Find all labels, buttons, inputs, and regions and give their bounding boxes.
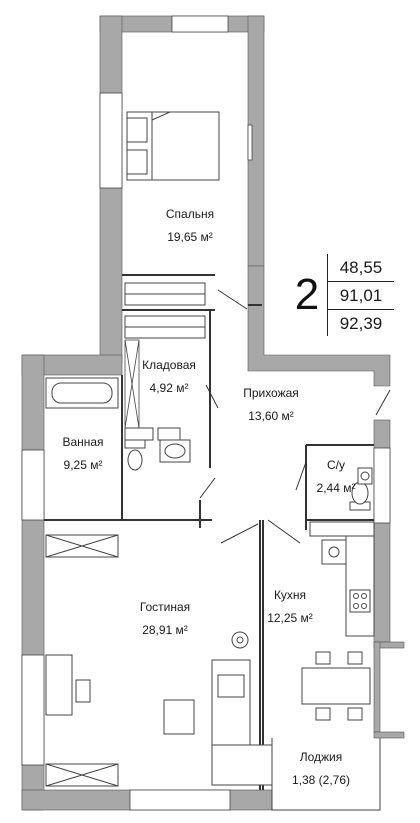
room-area: 9,25 м² bbox=[63, 458, 103, 472]
room-name: С/у bbox=[327, 458, 345, 472]
room-label-wc: С/у 2,44 м² bbox=[308, 458, 364, 496]
room-name: Кладовая bbox=[142, 358, 196, 372]
bathroom-sink bbox=[159, 439, 191, 463]
area-total-with-loggia: 92,39 bbox=[339, 314, 383, 333]
washing-machine bbox=[124, 427, 181, 441]
room-area: 2,44 м² bbox=[316, 481, 356, 495]
coffee-table bbox=[163, 699, 195, 735]
room-name: Гостиная bbox=[139, 600, 191, 614]
wardrobe-bedroom bbox=[124, 282, 206, 306]
room-name: Спальня bbox=[165, 207, 215, 221]
room-area: 1,38 (2,76) bbox=[291, 773, 351, 787]
room-label-kitchen: Кухня 12,25 м² bbox=[248, 588, 332, 626]
bed bbox=[126, 111, 220, 181]
divider bbox=[327, 254, 328, 336]
room-area: 28,91 м² bbox=[142, 623, 188, 637]
living-cabinet bbox=[45, 534, 119, 558]
kitchen-counter bbox=[309, 521, 375, 637]
living-cabinet-bottom bbox=[45, 763, 119, 787]
wc-toilet bbox=[349, 481, 371, 511]
area-living: 48,55 bbox=[328, 254, 394, 282]
room-name: Прихожая bbox=[243, 386, 299, 400]
desk bbox=[45, 654, 91, 716]
room-name: Ванная bbox=[62, 435, 104, 449]
room-area: 4,92 м² bbox=[149, 381, 189, 395]
wardrobe-storage bbox=[124, 315, 206, 339]
apartment-info-box: 2 48,55 91,01 92,39 bbox=[287, 254, 394, 336]
room-label-storage: Кладовая 4,92 м² bbox=[131, 358, 207, 396]
room-label-loggia: Лоджия 1,38 (2,76) bbox=[276, 750, 366, 788]
windows bbox=[21, 15, 391, 811]
bedroom-mirror bbox=[247, 124, 253, 161]
area-total: 91,01 bbox=[328, 282, 394, 310]
area-values: 48,55 91,01 92,39 bbox=[328, 254, 394, 337]
dining-table bbox=[301, 651, 371, 721]
room-area: 13,60 м² bbox=[248, 409, 294, 423]
room-area: 12,25 м² bbox=[267, 611, 313, 625]
room-label-living: Гостиная 28,91 м² bbox=[120, 600, 210, 638]
floor-lamp bbox=[231, 631, 249, 649]
room-name: Кухня bbox=[273, 588, 307, 602]
wc-sink bbox=[357, 467, 373, 485]
room-label-hallway: Прихожая 13,60 м² bbox=[226, 386, 316, 424]
room-label-bedroom: Спальня 19,65 м² bbox=[150, 207, 230, 245]
room-label-bathroom: Ванная 9,25 м² bbox=[48, 435, 118, 473]
bathtub bbox=[45, 377, 119, 409]
doors bbox=[199, 289, 391, 544]
sofa bbox=[211, 659, 273, 786]
room-area: 19,65 м² bbox=[167, 230, 213, 244]
room-name: Лоджия bbox=[299, 750, 343, 764]
rooms-count: 2 bbox=[294, 270, 320, 319]
bathroom-toilet bbox=[124, 439, 146, 471]
